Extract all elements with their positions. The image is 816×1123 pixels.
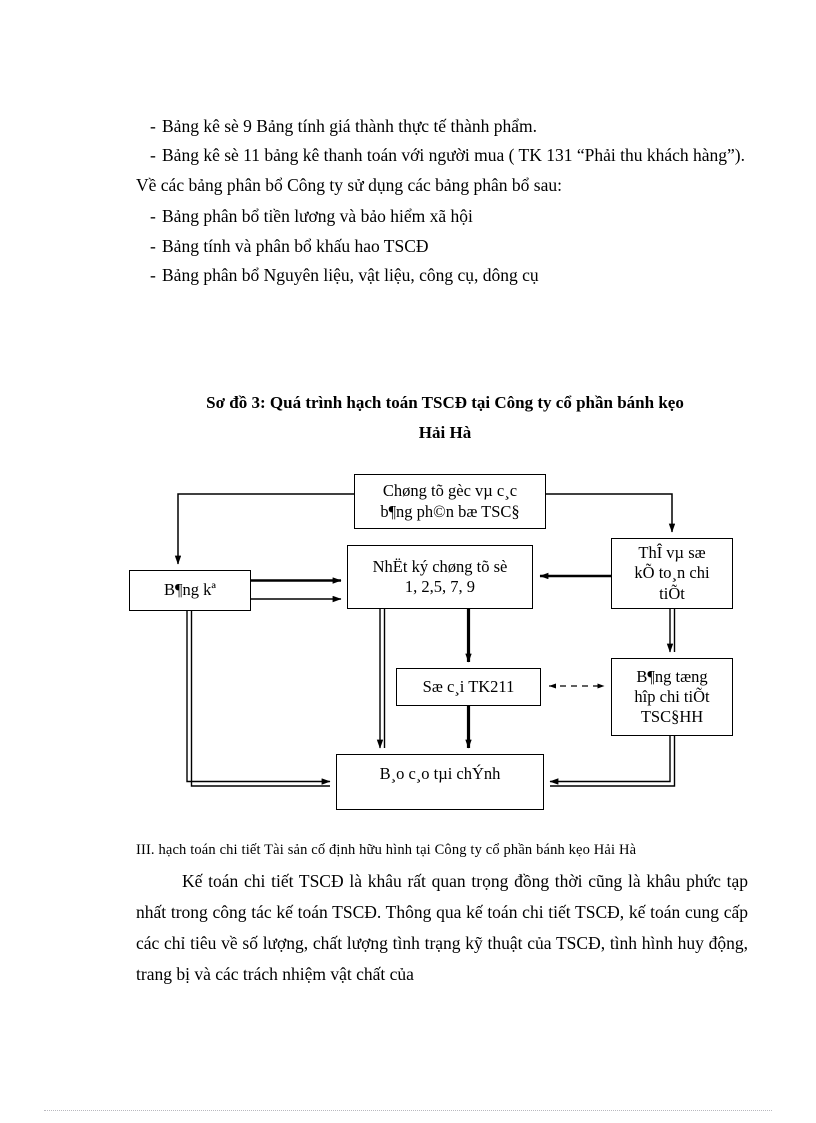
list-item-text: Bảng phân bổ Nguyên liệu, vật liệu, công… — [162, 264, 539, 285]
list-item-text: Bảng kê sè 11 bảng kê thanh toán với ngư… — [162, 145, 746, 166]
list-item: - Bảng phân bổ tiền lương và bảo hiểm xã… — [136, 202, 748, 231]
list-item: - Bảng kê sè 9 Bảng tính giá thành thực … — [136, 112, 748, 141]
flow-box-bao-cao-tai-chinh: B¸o c¸o tµi chÝnh — [336, 754, 544, 810]
bullet-marker: - — [150, 235, 156, 256]
flow-box-text: ThÎ vµ sæ — [638, 543, 706, 563]
flow-box-text: B¶ng kª — [164, 580, 216, 600]
list-item-text: Bảng kê sè 9 Bảng tính giá thành thực tế… — [162, 116, 537, 136]
flow-box-chung-tu-goc: Chøng tõ gèc vµ c¸c b¶ng ph©n bæ TSC§ — [354, 474, 546, 529]
list-item: - Bảng phân bổ Nguyên liệu, vật liệu, cô… — [136, 261, 748, 290]
figure-title-line-2: Hải Hà — [418, 422, 472, 442]
flow-box-text: 1, 2,5, 7, 9 — [404, 577, 476, 596]
flow-box-bang-tong-hop-chi-tiet: B¶ng tæng hîp chi tiÕt TSC§HH — [611, 658, 733, 736]
flow-box-text: TSC§HH — [640, 707, 704, 727]
flow-box-bang-ke: B¶ng kª — [129, 570, 251, 611]
upper-text-block: - Bảng kê sè 9 Bảng tính giá thành thực … — [136, 112, 748, 290]
allocation-bullet-list: - Bảng phân bổ tiền lương và bảo hiểm xã… — [136, 202, 748, 290]
flow-box-text: B¶ng tæng — [636, 666, 708, 686]
flow-box-text: tiÕt — [659, 583, 685, 603]
flow-box-text: hîp chi tiÕt — [634, 686, 710, 706]
bullet-marker: - — [150, 116, 156, 136]
section-heading: III. hạch toán chi tiết Tài sản cố định … — [136, 842, 637, 858]
list-item: - Bảng kê sè 11 bảng kê thanh toán với n… — [136, 141, 748, 170]
footer-divider — [44, 1110, 772, 1112]
flow-box-text: Chøng tõ gèc vµ c¸c — [382, 481, 518, 501]
section-three: III. hạch toán chi tiết Tài sản cố định … — [136, 840, 748, 990]
flow-box-the-va-so-ke-toan-chi-tiet: ThÎ vµ sæ kÕ to¸n chi tiÕt — [611, 538, 733, 609]
section-body-paragraph: Kế toán chi tiết TSCĐ là khâu rất quan t… — [136, 870, 748, 985]
flow-box-text: Sæ c¸i TK211 — [422, 676, 515, 696]
top-bullet-list: - Bảng kê sè 9 Bảng tính giá thành thực … — [136, 112, 748, 171]
figure-title: Sơ đồ 3: Quá trình hạch toán TSCĐ tại Cô… — [160, 388, 730, 448]
flow-box-nhat-ky-chung-tu: NhËt ký chøng tõ sè 1, 2,5, 7, 9 — [347, 545, 533, 609]
bullet-marker: - — [150, 206, 156, 227]
bullet-marker: - — [150, 264, 156, 285]
lead-in-paragraph: Về các bảng phân bổ Công ty sử dụng các … — [136, 174, 562, 195]
flow-box-so-cai-tk211: Sæ c¸i TK211 — [396, 668, 541, 706]
flow-box-text: b¶ng ph©n bæ TSC§ — [380, 501, 520, 521]
list-item-text: Bảng tính và phân bổ khấu hao TSCĐ — [162, 235, 429, 256]
flow-box-text: NhËt ký chøng tõ sè — [372, 556, 508, 576]
bullet-marker: - — [150, 145, 156, 166]
list-item-text: Bảng phân bổ tiền lương và bảo hiểm xã h… — [162, 206, 473, 227]
flow-box-text: kÕ to¸n chi — [634, 563, 710, 583]
figure-title-line-1: Sơ đồ 3: Quá trình hạch toán TSCĐ tại Cô… — [206, 393, 684, 412]
list-item: - Bảng tính và phân bổ khấu hao TSCĐ — [136, 232, 748, 261]
flow-box-text: B¸o c¸o tµi chÝnh — [379, 763, 501, 783]
